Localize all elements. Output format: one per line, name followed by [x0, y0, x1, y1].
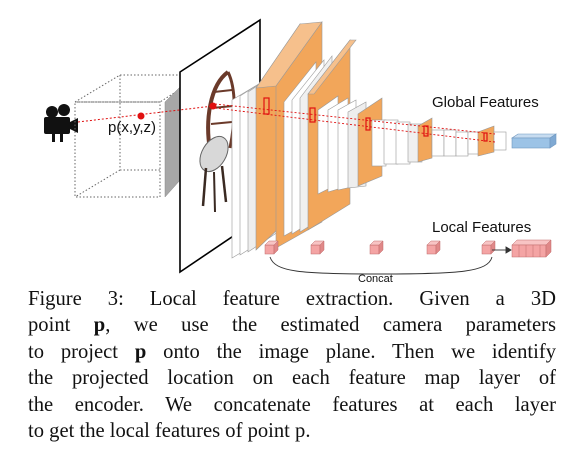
camera-icon	[44, 104, 78, 142]
caption-line-3: to project p onto the image plane. Then …	[28, 340, 556, 363]
local-feature-cubes	[264, 240, 496, 255]
concat-arrow	[492, 246, 512, 254]
local-feature-vector	[511, 239, 552, 258]
encoder-block-4	[371, 117, 433, 167]
local-features-label: Local Features	[432, 219, 531, 236]
figure-diagram: p(x,y,z)	[44, 18, 557, 285]
caption-line-6: to get the local features of point p.	[28, 420, 311, 443]
caption-line-2: point p, we use the estimated camera par…	[28, 314, 556, 337]
point-label: p(x,y,z)	[108, 119, 156, 136]
point-p	[137, 112, 145, 120]
concat-label: Concat	[358, 273, 393, 285]
encoder-block-5	[431, 125, 507, 157]
caption-line-1: Figure 3: Local feature extraction. Give…	[28, 288, 556, 310]
projection-dashes	[214, 103, 496, 143]
global-features-label: Global Features	[432, 94, 539, 111]
projected-point	[209, 102, 217, 110]
concat-bracket	[269, 256, 493, 275]
chair-image	[199, 70, 236, 213]
caption-line-5: the encoder. We concatenate features at …	[28, 393, 556, 416]
projection-ray	[77, 105, 214, 123]
caption-line-4: the projected location on each feature m…	[28, 367, 556, 390]
figure-caption: Figure 3: Local feature extraction. Give…	[28, 286, 556, 444]
global-feature-vector	[511, 133, 557, 149]
